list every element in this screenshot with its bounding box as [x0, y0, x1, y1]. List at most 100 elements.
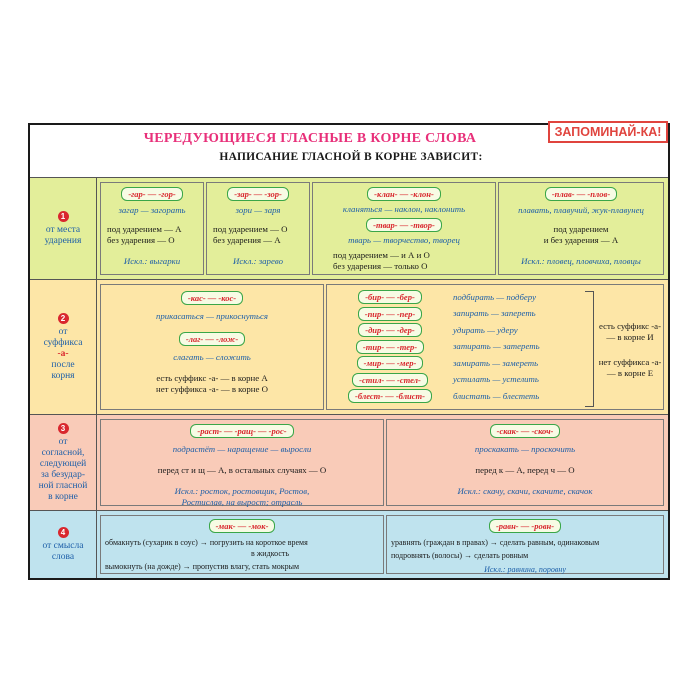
remember-badge: ЗАПОМИНАЙ-КА! [548, 121, 668, 143]
alternation-pair: -пир- — -пер-запирать — запереть [335, 306, 575, 323]
page-subtitle: НАПИСАНИЕ ГЛАСНОЙ В КОРНЕ ЗАВИСИТ: [219, 151, 483, 163]
rule-line: есть суффикс -а- — в корне А [156, 373, 268, 383]
example: блистать — блестеть [453, 390, 540, 401]
row-label-stress: 1 от места ударения [30, 178, 97, 279]
rule-line: под ударением — и А и О [333, 250, 430, 260]
example: замирать — замереть [453, 357, 539, 368]
rule-card-klan: -клан- — -клон- кланяться — наклон, накл… [312, 182, 496, 275]
example: слагать — сложить [173, 352, 251, 362]
row-label-line: от смысла [42, 540, 84, 551]
row-number: 4 [57, 526, 69, 538]
root-tag: -мак- — -мок- [208, 519, 276, 533]
alternation-pair: -дир- — -дер-удирать — удеру [335, 322, 575, 339]
meaning-line: обмакнуть (сухарик в соус) → погрузить н… [105, 538, 308, 547]
row-label-consonant: 3 от согласной, следующей за безудар- но… [30, 415, 97, 510]
root-tag: -стил- — -стел- [352, 372, 428, 387]
example: прикасаться — прикоснуться [155, 311, 269, 321]
rule-card-kas: -кас- — -кос- прикасаться — прикоснуться… [100, 284, 324, 410]
row-label-line: -а- [57, 348, 69, 359]
row-label-line: после [51, 359, 75, 370]
root-tag: -дир- — -дер- [358, 323, 422, 338]
example: подбирать — подберу [453, 291, 536, 302]
alternation-pair: -мир- — -мер-замирать — замереть [335, 355, 575, 372]
exception: Искл.: росток, ростовщик, Ростов, [174, 486, 310, 496]
rule-line: под ударением — О [213, 224, 288, 234]
rules-poster: ЧЕРЕДУЮЩИЕСЯ ГЛАСНЫЕ В КОРНЕ СЛОВА ЗАПОМ… [28, 121, 670, 580]
row-label-line: от [58, 326, 68, 337]
rule-card-mak: -мак- — -мок- обмакнуть (сухарик в соус)… [100, 515, 384, 574]
row-consonant: 3 от согласной, следующей за безудар- но… [30, 414, 668, 510]
rule-line: нет суффикса -а- — в корне Е [598, 357, 662, 378]
root-tag: -лаг- — -лож- [178, 332, 246, 346]
meaning-line: подровнять (волосы) → сделать ровным [391, 551, 529, 560]
rule-card-skak: -скак- — -скоч- проскакать — проскочить … [386, 419, 664, 506]
rule-card-plav: -плав- — -плов- плавать, плавучий, жук-п… [498, 182, 664, 275]
row-label-line: в корне [48, 491, 78, 502]
root-tag: -плав- — -плов- [544, 187, 618, 201]
rule-card-zar: -зар- — -зор- зори — заря под ударением … [206, 182, 310, 275]
row-suffix: 2 от суффикса -а- после корня -кас- — -к… [30, 279, 668, 414]
row-number: 1 [57, 210, 69, 222]
root-tag: -твар- — -твор- [366, 218, 442, 232]
root-tag: -раст- — -ращ- — -рос- [190, 424, 294, 438]
root-tag: -пир- — -пер- [357, 306, 423, 321]
row-label-line: слова [51, 551, 75, 562]
row-label-line: от [58, 436, 68, 447]
row-label-line: за безудар- [40, 469, 86, 480]
example: удирать — удеру [453, 324, 518, 335]
row-number: 3 [57, 422, 69, 434]
rule-line: и без ударения — А [543, 235, 619, 245]
meaning-line: в жидкость [251, 549, 290, 558]
exception: Искл.: зарево [233, 256, 283, 266]
row-number: 2 [57, 312, 69, 324]
row-label-line: от места [45, 224, 81, 235]
row-label-meaning: 4 от смысла слова [30, 511, 97, 578]
root-tag: -зар- — -зор- [227, 187, 289, 201]
rule-line: без ударения — А [213, 235, 281, 245]
example: кланяться — наклон, наклонить [342, 204, 466, 214]
rule-line: без ударения — только О [333, 261, 428, 271]
root-tag: -тир- — -тер- [355, 339, 425, 354]
exception: Искл.: выгарки [123, 256, 181, 266]
row-label-suffix: 2 от суффикса -а- после корня [30, 280, 97, 414]
rule-line: перед к — А, перед ч — О [475, 465, 575, 475]
row-label-line: следующей [39, 458, 87, 469]
row-label-line: ударения [44, 235, 82, 246]
row-stress: 1 от места ударения -гар- — -гор- загар … [30, 177, 668, 279]
example: тварь — творчество, творец [348, 235, 460, 245]
exception: Искл.: равнина, поровну [484, 565, 566, 574]
root-tag: -мир- — -мер- [356, 356, 424, 371]
root-tag: -гар- — -гор- [121, 187, 183, 201]
alternation-pair: -бир- — -бер-подбирать — подберу [335, 289, 575, 306]
row-label-line: согласной, [41, 447, 85, 458]
example: запирать — запереть [453, 308, 536, 319]
root-tag: -равн- — -ровн- [488, 519, 562, 533]
rule-line: перед ст и щ — А, в остальных случаях — … [157, 465, 327, 475]
rule-line: под ударением [553, 224, 609, 234]
row-meaning: 4 от смысла слова -мак- — -мок- обмакнут… [30, 510, 668, 578]
example: загар — загорать [118, 205, 186, 215]
row-label-line: корня [51, 370, 75, 381]
rule-card-rast: -раст- — -ращ- — -рос- подрастёт — наращ… [100, 419, 384, 507]
example: затирать — затереть [453, 341, 540, 352]
exception: Искл.: скачу, скачи, скачите, скачок [457, 486, 593, 496]
root-tag: -скак- — -скоч- [489, 424, 561, 438]
example: зори — заря [235, 205, 281, 215]
alternation-pair: -тир- — -тер-затирать — затереть [335, 339, 575, 356]
rule-card-ravn: -равн- — -ровн- уравнять (граждан в прав… [386, 515, 664, 574]
rule-line: под ударением — А [107, 224, 182, 234]
meaning-line: вымокнуть (на дожде) → пропустив влагу, … [105, 562, 300, 571]
example: плавать, плавучий, жук-плавунец [518, 205, 644, 215]
root-tag: -бир- — -бер- [358, 290, 422, 305]
rule-card-bir: -бир- — -бер-подбирать — подберу-пир- — … [326, 284, 664, 410]
exception: Искл.: пловец, пловчиха, пловцы [521, 256, 641, 266]
example: подрастёт — наращение — выросли [172, 444, 312, 454]
root-tag: -блест- — -блист- [347, 389, 432, 404]
rule-line: нет суффикса -а- — в корне О [156, 384, 268, 394]
rule-card-gar: -гар- — -гор- загар — загорать под ударе… [100, 182, 204, 275]
alternation-pair: -блест- — -блист-блистать — блестеть [335, 388, 575, 405]
page-title: ЧЕРЕДУЮЩИЕСЯ ГЛАСНЫЕ В КОРНЕ СЛОВА [143, 131, 477, 146]
meaning-line: уравнять (граждан в правах) → сделать ра… [391, 538, 600, 547]
row-label-line: суффикса [43, 337, 83, 348]
alternation-pair: -стил- — -стел-устилать — устелить [335, 372, 575, 389]
